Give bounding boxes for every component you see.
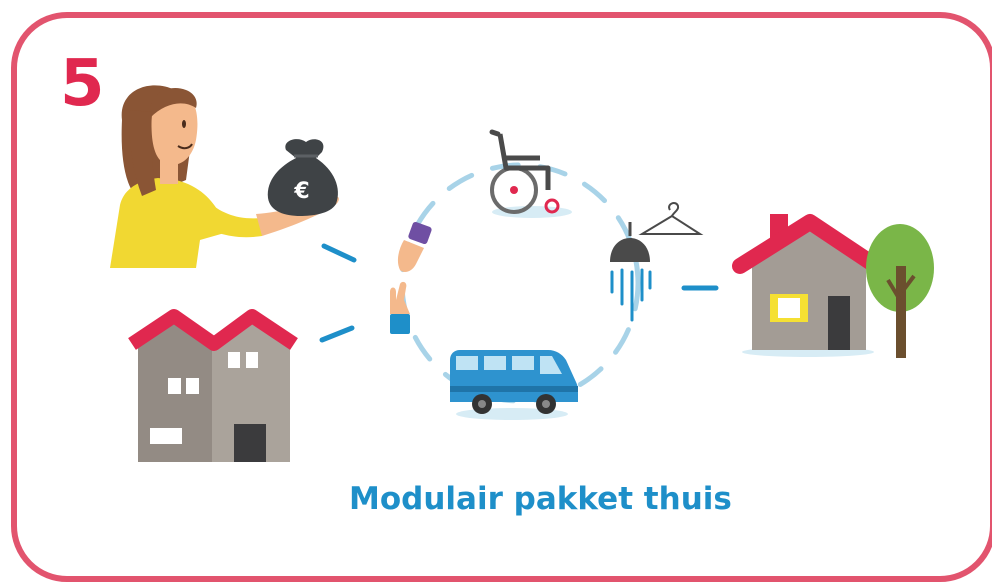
step-number: 5 [60, 47, 105, 121]
illustration: € [110, 85, 934, 462]
van-icon [450, 350, 578, 420]
tree-icon [866, 224, 934, 358]
giving-hand-icon [397, 221, 432, 272]
caption-title: Modulair pakket thuis [349, 481, 732, 517]
euro-icon: € [293, 179, 309, 204]
clothes-hanger-icon [638, 202, 704, 235]
connector-lines [319, 243, 719, 343]
apartment-building-icon [128, 309, 298, 462]
house-icon [732, 214, 884, 357]
money-bag-icon: € [267, 139, 338, 216]
service-cycle-ring [399, 162, 641, 404]
woman-icon [110, 85, 339, 268]
receiving-hand-icon [390, 281, 410, 334]
wheelchair-icon [489, 129, 572, 218]
shower-icon [610, 222, 652, 322]
